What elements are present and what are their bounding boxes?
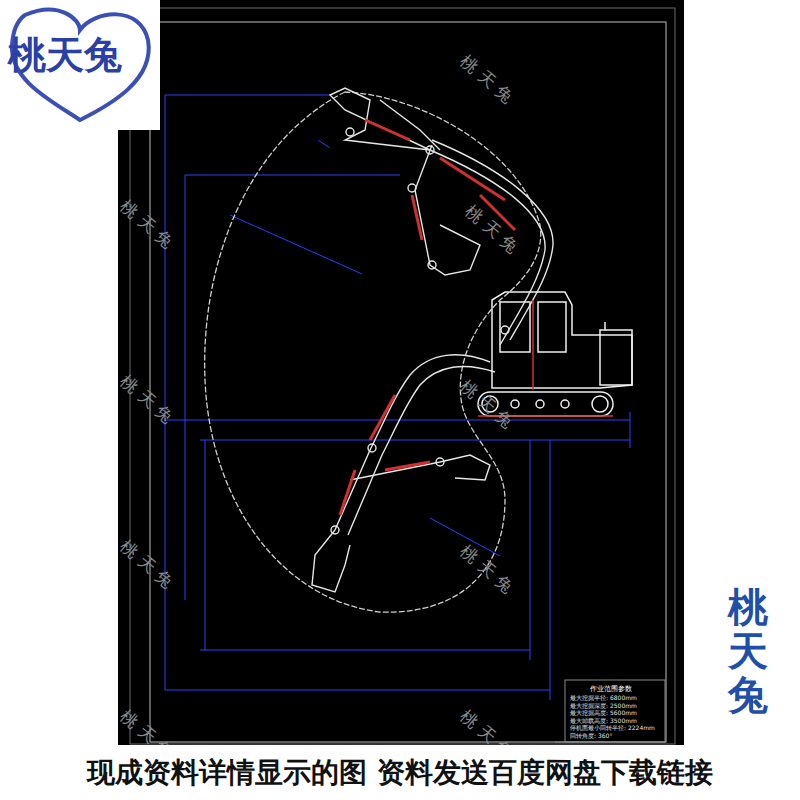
logo-text: 桃天兔 xyxy=(728,585,768,717)
table-cell: 回转角度: 360° xyxy=(570,732,612,739)
banner-band: 现成资料详情显示的图 资料发送百度网盘下载链接 xyxy=(0,745,800,800)
logo-text: 桃天兔 xyxy=(8,30,122,81)
banner-text: 现成资料详情显示的图 资料发送百度网盘下载链接 xyxy=(87,754,713,792)
table-cell: 最大挖掘高度: 5600mm xyxy=(570,709,637,716)
table-cell: 停机面最小回转半径: 2224mm xyxy=(570,724,655,731)
table-cell: 最大挖掘半径: 6800mm xyxy=(570,694,637,701)
table-cell: 最大挖掘深度: 2500mm xyxy=(570,702,637,709)
table-title: 作业范围参数 xyxy=(590,684,632,694)
table-cell: 最大卸载高度: 3500mm xyxy=(570,717,637,724)
